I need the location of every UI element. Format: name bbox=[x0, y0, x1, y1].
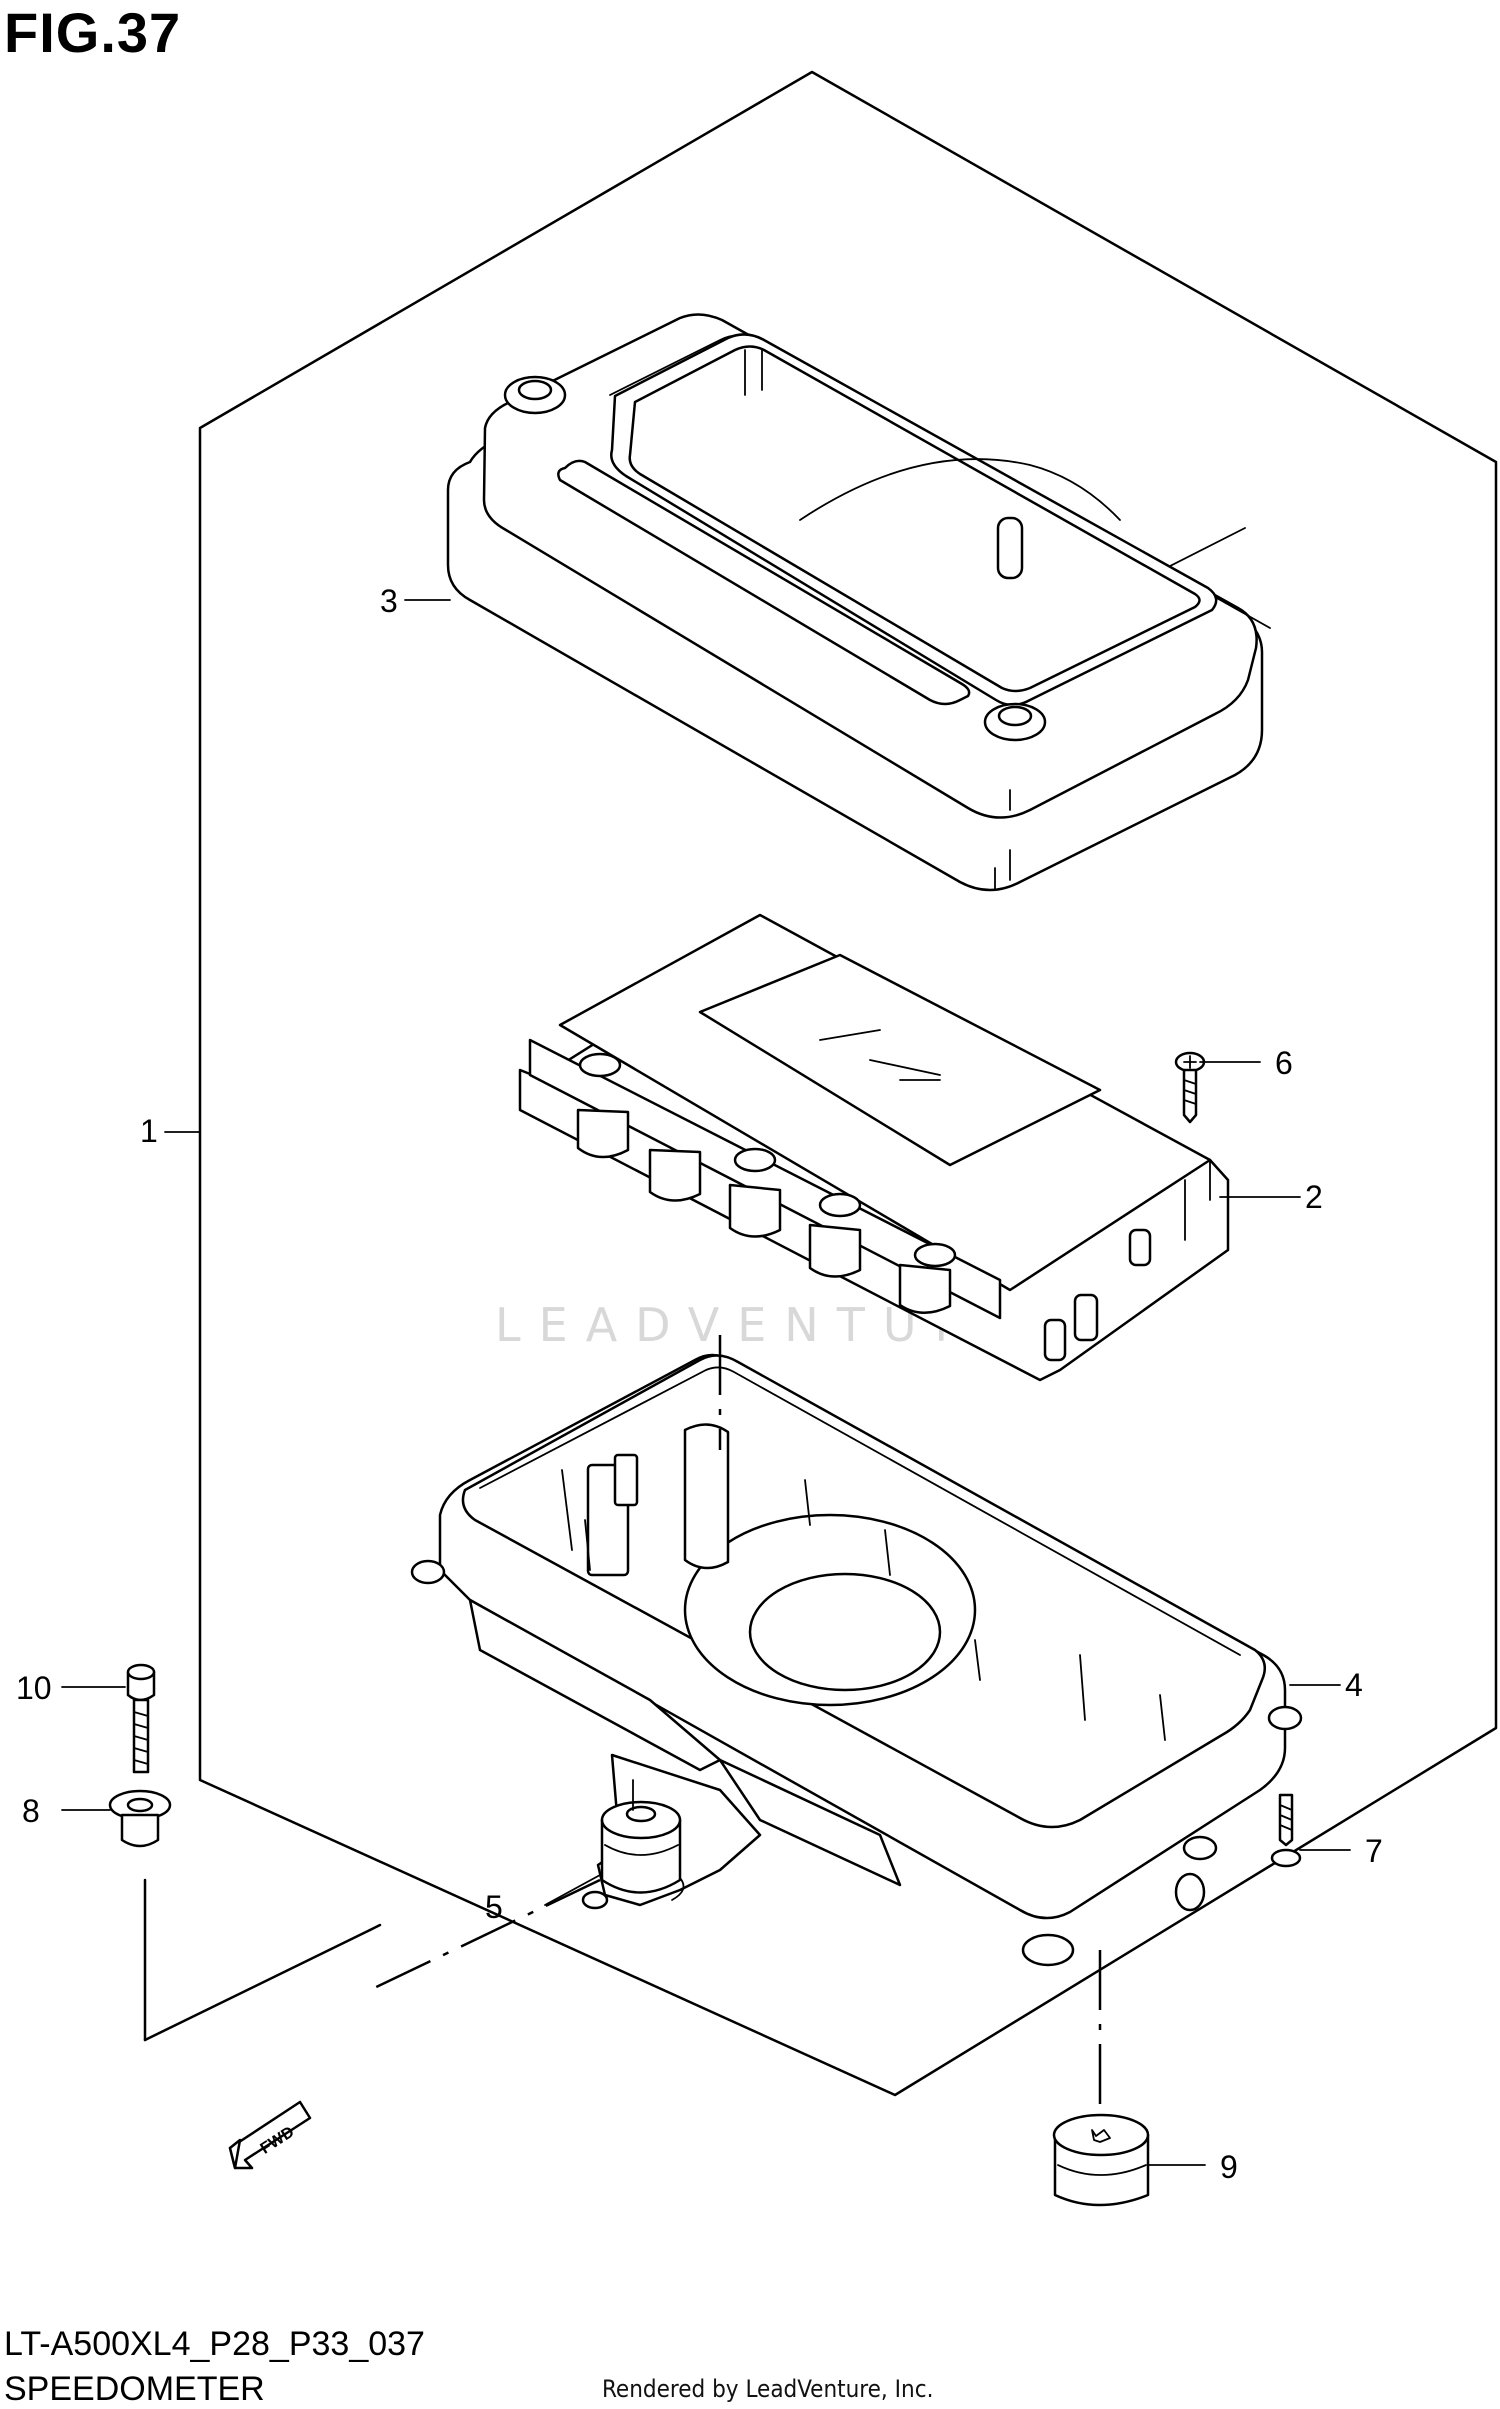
callout-3: 3 bbox=[380, 583, 398, 619]
callout-10: 10 bbox=[16, 1670, 52, 1706]
part-10-bolt[interactable] bbox=[126, 1663, 156, 1774]
part-4-meter-case[interactable] bbox=[410, 1353, 1303, 1967]
callout-2: 2 bbox=[1305, 1179, 1323, 1215]
assembly-outline bbox=[198, 70, 1498, 2097]
callout-6: 6 bbox=[1275, 1045, 1293, 1081]
part-8-collar[interactable] bbox=[108, 1789, 172, 1848]
part-3-meter-cover[interactable] bbox=[446, 313, 1271, 892]
callout-7: 7 bbox=[1365, 1833, 1383, 1869]
render-credit: Rendered by LeadVenture, Inc. bbox=[602, 2375, 934, 2403]
fwd-arrow: FWD bbox=[228, 2100, 312, 2170]
callout-8: 8 bbox=[22, 1793, 40, 1829]
callout-5: 5 bbox=[485, 1889, 503, 1925]
part-9-cushion[interactable] bbox=[1052, 2113, 1150, 2207]
leader-lines bbox=[61, 599, 1351, 2166]
callout-9: 9 bbox=[1220, 2149, 1238, 2185]
part-7-screw[interactable] bbox=[1270, 1793, 1302, 1868]
callout-1: 1 bbox=[140, 1113, 158, 1149]
part-6-screw[interactable] bbox=[1174, 1051, 1206, 1124]
callout-4: 4 bbox=[1345, 1667, 1363, 1703]
model-code: LT-A500XL4_P28_P33_037 bbox=[4, 2325, 425, 2363]
part-5-cushion[interactable] bbox=[600, 1779, 682, 1894]
figure-title: FIG.37 bbox=[4, 1, 182, 64]
diagram-name: SPEEDOMETER bbox=[4, 2370, 265, 2408]
part-2-meter-assembly[interactable] bbox=[518, 913, 1230, 1382]
assembly-lines bbox=[143, 849, 1102, 2110]
